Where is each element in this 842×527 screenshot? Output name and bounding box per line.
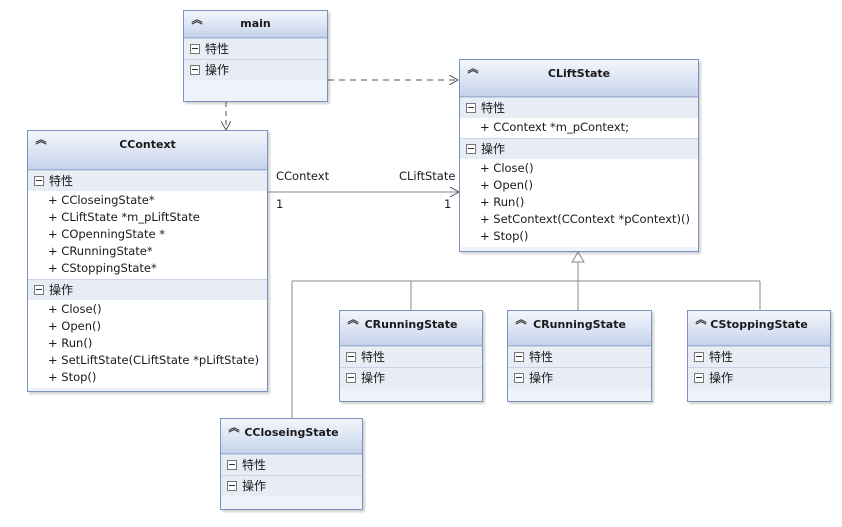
class-header[interactable]: ︽ CRunningState: [340, 311, 482, 346]
collapse-chevron-icon[interactable]: ︽: [347, 313, 359, 326]
collapse-chevron-icon[interactable]: ︽: [695, 313, 707, 326]
attributes-section[interactable]: 特性: [460, 97, 698, 118]
attribute-item[interactable]: + CCloseingState*: [48, 193, 155, 207]
attributes-section[interactable]: 特性: [508, 346, 651, 367]
collapse-chevron-icon[interactable]: ︽: [467, 62, 479, 75]
class-cstoppingstate[interactable]: ︽ CStoppingState 特性 操作: [687, 310, 831, 402]
class-name: CContext: [119, 138, 176, 151]
class-name: CRunningState: [533, 318, 626, 331]
attribute-item[interactable]: + CRunningState*: [48, 244, 153, 258]
inheritance-triangle: [571, 251, 585, 263]
class-ccloseingstate[interactable]: ︽ CCloseingState 特性 操作: [220, 418, 363, 510]
operations-list: + Close() + Open() + Run() + SetContext(…: [460, 159, 698, 247]
generalization-tree: [291, 251, 761, 418]
attributes-section[interactable]: 特性: [221, 454, 362, 475]
attributes-section[interactable]: 特性: [28, 170, 267, 191]
class-crunningstate-2[interactable]: ︽ CRunningState 特性 操作: [507, 310, 652, 402]
class-crunningstate-1[interactable]: ︽ CRunningState 特性 操作: [339, 310, 483, 402]
operation-item[interactable]: + SetContext(CContext *pContext)(): [480, 212, 691, 226]
operation-item[interactable]: + Stop(): [48, 370, 97, 384]
operation-item[interactable]: + Close(): [48, 302, 102, 316]
class-header[interactable]: ︽ CContext: [28, 131, 267, 170]
collapse-toggle-icon[interactable]: [694, 373, 704, 383]
operation-item[interactable]: + SetLiftState(CLiftState *pLiftState): [48, 353, 260, 367]
collapse-toggle-icon[interactable]: [514, 352, 524, 362]
collapse-toggle-icon[interactable]: [227, 460, 237, 470]
operation-item[interactable]: + Close(): [480, 161, 534, 175]
class-header[interactable]: ︽ CStoppingState: [688, 311, 830, 346]
collapse-chevron-icon[interactable]: ︽: [515, 313, 527, 326]
operations-section[interactable]: 操作: [460, 138, 698, 159]
operations-section[interactable]: 操作: [688, 367, 830, 388]
collapse-toggle-icon[interactable]: [514, 373, 524, 383]
operations-section[interactable]: 操作: [508, 367, 651, 388]
operation-item[interactable]: + Stop(): [480, 229, 529, 243]
collapse-chevron-icon[interactable]: ︽: [191, 13, 203, 26]
collapse-chevron-icon[interactable]: ︽: [35, 133, 47, 146]
assoc-target-mult: 1: [444, 197, 452, 211]
class-name: CStoppingState: [710, 318, 808, 331]
class-name: CRunningState: [364, 318, 458, 331]
assoc-source-role: CContext: [276, 169, 330, 183]
collapse-toggle-icon[interactable]: [346, 352, 356, 362]
operation-item[interactable]: + Run(): [480, 195, 525, 209]
collapse-toggle-icon[interactable]: [190, 65, 200, 75]
operations-list: + Close() + Open() + Run() + SetLiftStat…: [28, 300, 267, 388]
attribute-item[interactable]: + COpenningState *: [48, 227, 165, 241]
class-ccontext[interactable]: ︽ CContext 特性 + CCloseingState* + CLiftS…: [27, 130, 268, 392]
class-name: CLiftState: [547, 67, 611, 80]
class-header[interactable]: ︽ CLiftState: [460, 60, 698, 97]
attributes-list: + CCloseingState* + CLiftState *m_pLiftS…: [28, 191, 267, 279]
collapse-toggle-icon[interactable]: [34, 285, 44, 295]
operations-section[interactable]: 操作: [221, 475, 362, 496]
collapse-toggle-icon[interactable]: [227, 481, 237, 491]
class-header[interactable]: ︽ main: [184, 11, 327, 38]
attribute-item[interactable]: + CStoppingState*: [48, 261, 157, 275]
class-header[interactable]: ︽ CRunningState: [508, 311, 651, 346]
operation-item[interactable]: + Open(): [480, 178, 533, 192]
attribute-item[interactable]: + CContext *m_pContext;: [480, 120, 629, 134]
class-cliftstate[interactable]: ︽ CLiftState 特性 + CContext *m_pContext; …: [459, 59, 699, 252]
operations-section[interactable]: 操作: [184, 59, 327, 80]
assoc-target-role: CLiftState: [399, 169, 456, 183]
assoc-source-mult: 1: [276, 197, 284, 211]
attributes-section[interactable]: 特性: [184, 38, 327, 59]
operation-item[interactable]: + Run(): [48, 336, 93, 350]
class-name: CCloseingState: [244, 426, 339, 439]
class-name: main: [240, 17, 271, 30]
collapse-toggle-icon[interactable]: [694, 352, 704, 362]
attributes-section[interactable]: 特性: [688, 346, 830, 367]
class-main[interactable]: ︽ main 特性 操作: [183, 10, 328, 102]
operations-section[interactable]: 操作: [340, 367, 482, 388]
operations-section[interactable]: 操作: [28, 279, 267, 300]
attribute-item[interactable]: + CLiftState *m_pLiftState: [48, 210, 200, 224]
collapse-toggle-icon[interactable]: [34, 176, 44, 186]
collapse-toggle-icon[interactable]: [466, 144, 476, 154]
collapse-toggle-icon[interactable]: [466, 103, 476, 113]
attributes-section[interactable]: 特性: [340, 346, 482, 367]
attributes-list: + CContext *m_pContext;: [460, 118, 698, 138]
operation-item[interactable]: + Open(): [48, 319, 101, 333]
class-header[interactable]: ︽ CCloseingState: [221, 419, 362, 454]
collapse-toggle-icon[interactable]: [190, 44, 200, 54]
collapse-toggle-icon[interactable]: [346, 373, 356, 383]
collapse-chevron-icon[interactable]: ︽: [228, 421, 240, 434]
